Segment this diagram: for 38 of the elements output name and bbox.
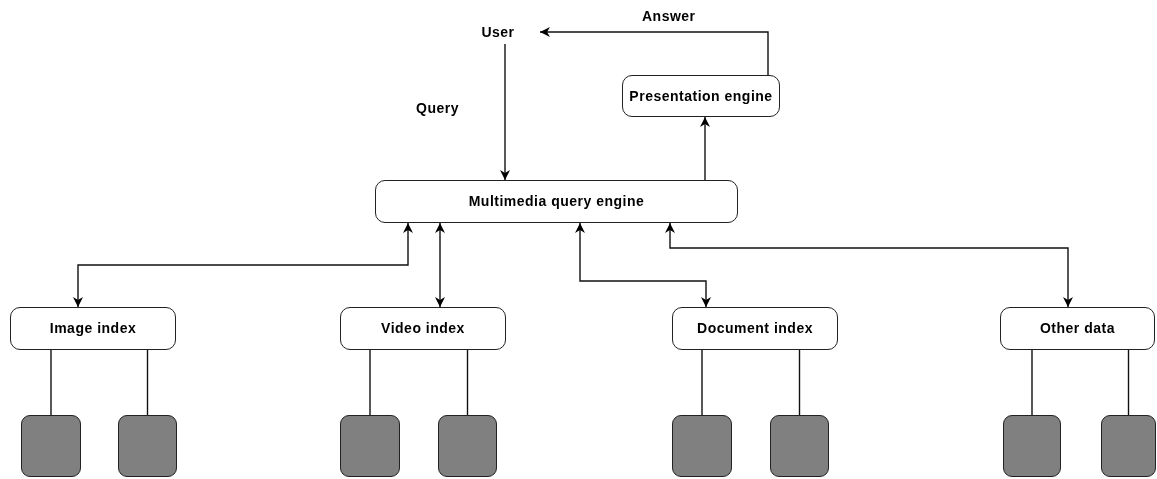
connector-line	[466, 349, 469, 416]
connector-line	[798, 349, 801, 416]
storage-box	[1003, 415, 1061, 477]
process-box	[10, 307, 176, 350]
arrow	[435, 222, 445, 308]
connector-line	[146, 349, 149, 416]
storage-box	[770, 415, 829, 477]
connector-line	[1031, 349, 1033, 416]
arrow	[500, 43, 510, 181]
process-box	[672, 307, 838, 350]
process-box	[1000, 307, 1155, 350]
box-label: Document index	[696, 320, 814, 337]
storage-box	[340, 415, 400, 477]
connector-line	[1127, 349, 1130, 416]
storage-box	[672, 415, 732, 477]
arrow	[665, 222, 1073, 308]
edge-label: Answer	[640, 8, 698, 24]
storage-box	[438, 415, 497, 477]
node-label: User	[468, 20, 528, 44]
connector-line	[369, 349, 371, 416]
process-box	[622, 75, 780, 117]
connector-line	[50, 349, 52, 416]
connector-line	[701, 349, 703, 416]
storage-box	[1101, 415, 1156, 477]
box-label: Image index	[48, 320, 138, 337]
arrow	[73, 222, 413, 308]
box-label: Multimedia query engine	[467, 193, 646, 210]
box-label: Video index	[380, 320, 466, 337]
box-label: Other data	[1039, 320, 1116, 337]
arrow	[539, 27, 769, 76]
process-box	[340, 307, 506, 350]
arrow	[575, 222, 711, 308]
storage-box	[118, 415, 177, 477]
storage-box	[21, 415, 81, 477]
arrow	[700, 116, 710, 181]
edge-label: Query	[414, 100, 461, 116]
process-box	[375, 180, 738, 223]
box-label: Presentation engine	[628, 87, 774, 105]
